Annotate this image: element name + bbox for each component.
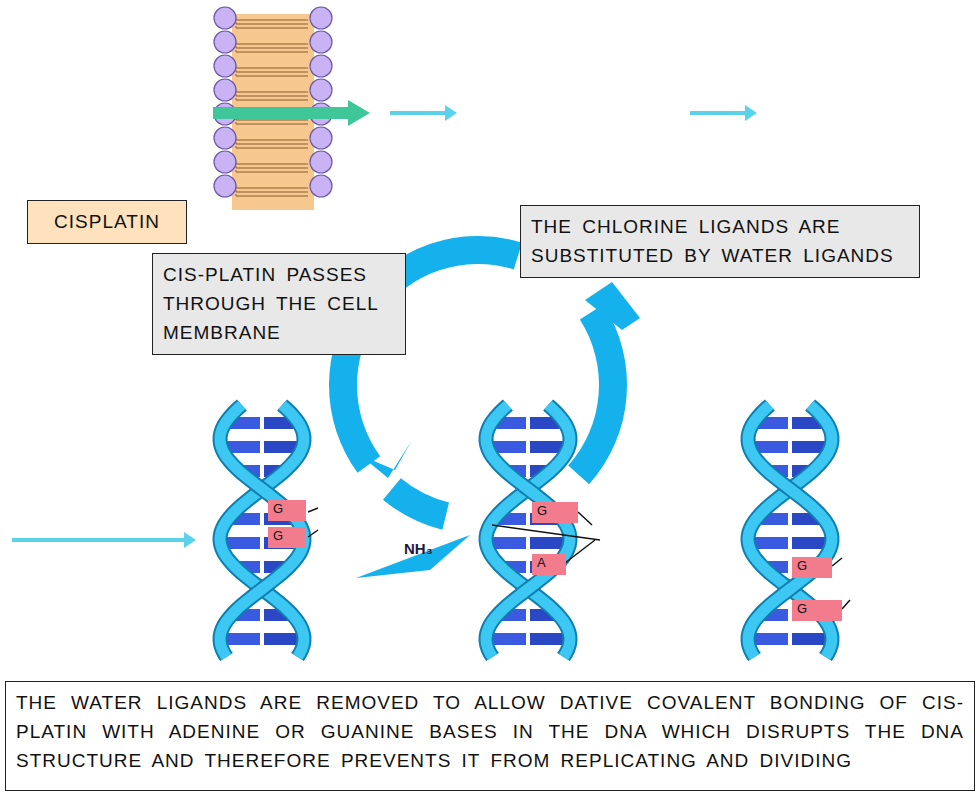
leader-line (308, 530, 318, 537)
base-letter: G (797, 601, 837, 617)
base-label: G (268, 527, 306, 548)
leader-line (492, 525, 600, 540)
box-text: CIS-PLATIN PASSES THROUGH THE CELL MEMBR… (163, 260, 395, 347)
box-text: THE CHLORINE LIGANDS ARE SUBSTITUTED BY … (531, 212, 909, 270)
leader-line (832, 558, 842, 566)
leader-line (578, 512, 592, 525)
box-text: THE WATER LIGANDS ARE REMOVED TO ALLOW D… (16, 688, 964, 775)
step-arrow-head (745, 105, 757, 121)
base-label: A (532, 554, 566, 575)
step-arrow (12, 538, 188, 542)
step-arrow-head (445, 105, 457, 121)
base-label: G (532, 502, 578, 523)
drug-label-box: CISPLATIN (27, 200, 187, 244)
step-box: CIS-PLATIN PASSES THROUGH THE CELL MEMBR… (152, 253, 406, 355)
entry-arrow-head (348, 100, 370, 126)
formula-label: NH₃ (402, 540, 435, 557)
dna-helix (486, 405, 570, 657)
base-letter: G (273, 501, 301, 517)
base-label: G (792, 600, 842, 621)
base-label: G (268, 500, 306, 521)
leader-line (308, 508, 318, 512)
base-label: G (792, 557, 832, 578)
base-letter: G (273, 528, 301, 544)
explanation-box: THE WATER LIGANDS ARE REMOVED TO ALLOW D… (5, 681, 975, 791)
base-letter: G (797, 558, 827, 574)
base-letter: G (537, 503, 573, 519)
step-arrow (390, 111, 449, 115)
leader-line (565, 540, 595, 563)
step-arrow-head (184, 532, 196, 548)
step-arrow (690, 111, 749, 115)
step-box: THE CHLORINE LIGANDS ARE SUBSTITUTED BY … (520, 205, 920, 278)
leader-line (842, 600, 850, 609)
entry-arrow (213, 107, 350, 119)
box-text: CISPLATIN (38, 207, 176, 236)
base-letter: A (537, 555, 561, 571)
